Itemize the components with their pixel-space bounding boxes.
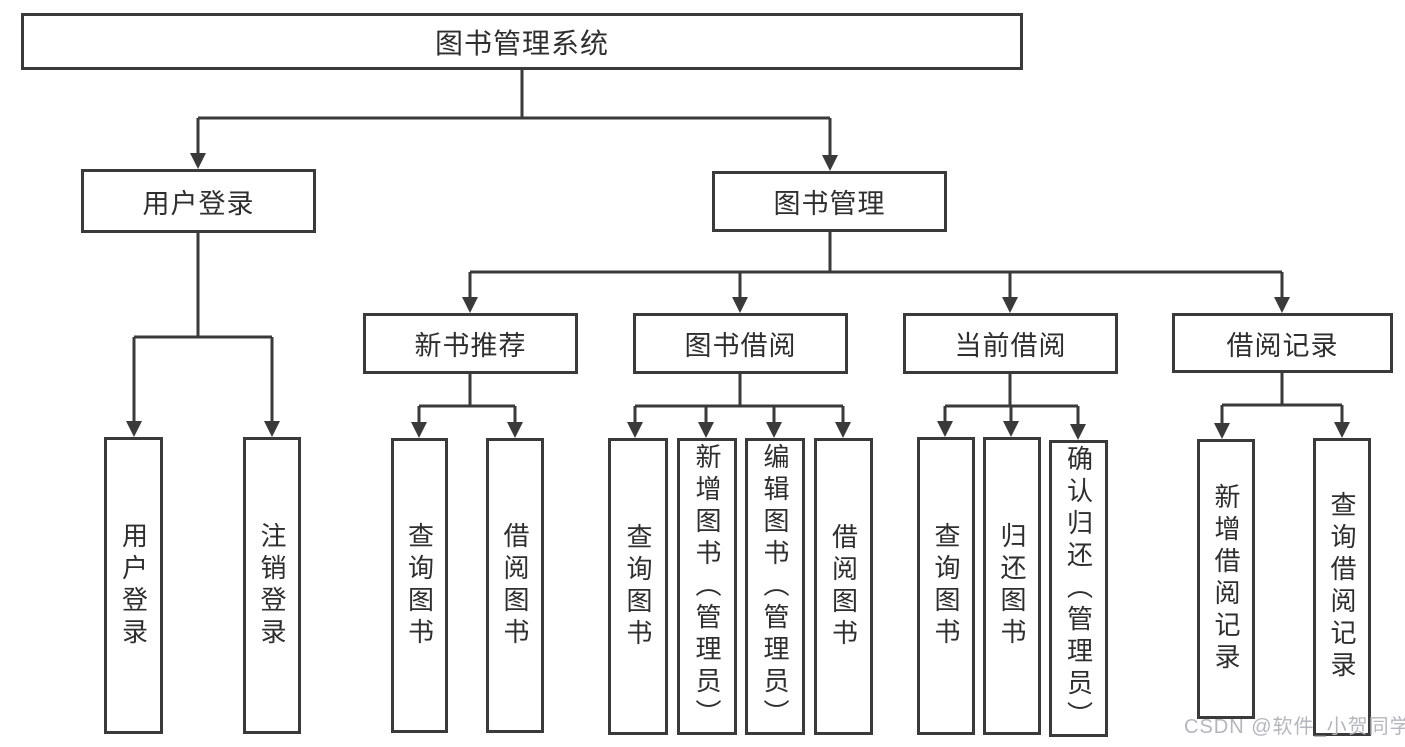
leaf-edit-books-admin: 编辑图书（管理员） <box>745 438 805 735</box>
book-borrow-node: 图书借阅 <box>633 313 848 374</box>
leaf-return-books: 归还图书 <box>983 437 1041 735</box>
leaf-user-login: 用户登录 <box>104 437 163 734</box>
borrow-records-node: 借阅记录 <box>1172 313 1393 373</box>
new-book-recommend-node: 新书推荐 <box>363 313 578 374</box>
leaf-add-books-admin: 新增图书（管理员） <box>677 438 737 735</box>
root-node-label: 图书管理系统 <box>434 27 609 59</box>
arrowhead-icon <box>698 422 714 438</box>
csdn-watermark: CSDN @软件_小贺同学 <box>1184 716 1405 738</box>
leaf-borrow-query-books: 查询图书 <box>608 438 668 735</box>
arrowhead-icon <box>835 422 851 438</box>
book-management-node-label: 图书管理 <box>773 189 886 219</box>
leaf-newbook-borrow-books-label: 借阅图书 <box>500 521 530 650</box>
arrowhead-icon <box>126 421 142 437</box>
borrow-records-label: 借阅记录 <box>1226 330 1339 361</box>
arrowhead-icon <box>1003 421 1019 437</box>
arrowhead-icon <box>411 422 427 438</box>
leaf-add-borrow-record-label: 新增借阅记录 <box>1211 483 1241 675</box>
user-login-node: 用户登录 <box>81 169 316 233</box>
leaf-confirm-return-admin-label: 确认归还（管理员） <box>1063 444 1094 733</box>
leaf-add-books-admin-label: 新增图书（管理员） <box>692 442 722 731</box>
arrowhead-icon <box>1334 422 1350 438</box>
leaf-confirm-return-admin: 确认归还（管理员） <box>1049 440 1108 737</box>
arrowhead-icon <box>766 422 782 438</box>
arrowhead-icon <box>507 422 523 438</box>
new-book-recommend-label: 新书推荐 <box>414 331 527 361</box>
leaf-return-books-label: 归还图书 <box>997 522 1027 650</box>
arrowhead-icon <box>937 421 953 437</box>
leaf-edit-books-admin-label: 编辑图书（管理员） <box>760 442 790 731</box>
book-management-node: 图书管理 <box>712 171 947 232</box>
connector-new-book-branch <box>411 374 523 438</box>
arrowhead-icon <box>732 297 748 313</box>
arrowhead-icon <box>1274 297 1290 313</box>
leaf-logout-label: 注销登录 <box>257 521 287 650</box>
leaf-query-borrow-record: 查询借阅记录 <box>1313 438 1371 736</box>
connector-root-branch <box>190 70 838 171</box>
arrowhead-icon <box>627 422 643 438</box>
leaf-user-login-label: 用户登录 <box>118 521 149 650</box>
leaf-newbook-query-books: 查询图书 <box>391 438 448 733</box>
connector-current-borrow-branch <box>937 374 1086 440</box>
root-node: 图书管理系统 <box>21 13 1023 70</box>
leaf-current-query-books-label: 查询图书 <box>931 522 961 650</box>
arrowhead-icon <box>1070 424 1086 440</box>
leaf-newbook-borrow-books: 借阅图书 <box>486 438 544 733</box>
current-borrow-node: 当前借阅 <box>903 313 1118 374</box>
connector-book-borrow-branch <box>627 374 851 438</box>
leaf-logout: 注销登录 <box>243 437 301 734</box>
arrowhead-icon <box>1214 423 1230 439</box>
arrowhead-icon <box>822 155 838 171</box>
connector-borrow-records-branch <box>1214 373 1350 439</box>
arrowhead-icon <box>1002 297 1018 313</box>
leaf-current-query-books: 查询图书 <box>917 437 975 735</box>
connector-book-management-branch <box>462 232 1290 313</box>
leaf-add-borrow-record: 新增借阅记录 <box>1197 439 1255 719</box>
leaf-newbook-query-books-label: 查询图书 <box>404 521 435 650</box>
book-borrow-label: 图书借阅 <box>684 331 797 361</box>
connector-user-login-branch <box>126 233 280 437</box>
leaf-borrow-query-books-label: 查询图书 <box>623 522 653 651</box>
leaf-query-borrow-record-label: 查询借阅记录 <box>1327 491 1357 683</box>
user-login-node-label: 用户登录 <box>142 188 255 219</box>
arrowhead-icon <box>264 421 280 437</box>
current-borrow-label: 当前借阅 <box>954 331 1067 361</box>
arrowhead-icon <box>462 297 478 313</box>
leaf-borrow-books: 借阅图书 <box>814 438 873 735</box>
leaf-borrow-books-label: 借阅图书 <box>828 522 859 651</box>
arrowhead-icon <box>190 153 206 169</box>
